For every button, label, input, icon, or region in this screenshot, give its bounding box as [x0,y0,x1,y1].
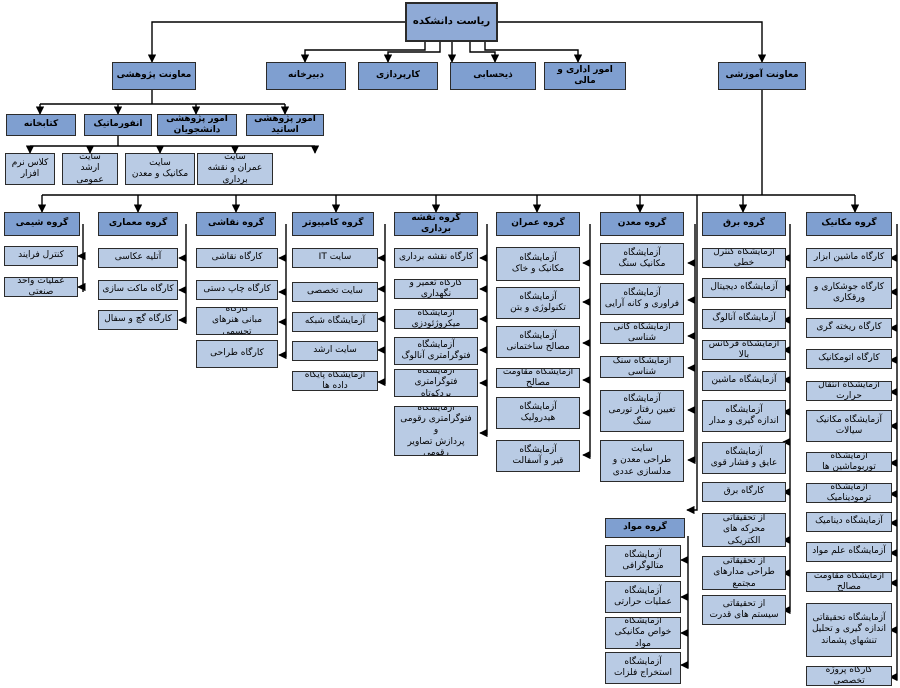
electrical-item: آزمایشگاه آنالوگ [702,309,786,329]
civil-item: آزمایشگاه مقاومت مصالح [496,368,580,388]
grad-site: سایت ارشد عمومی [62,153,118,185]
education-vp: معاونت آموزشی [718,62,806,90]
computer-item: سایت ارشد [292,341,378,361]
mechanical-item: آزمایشگاه انتقال حرارت [806,381,892,401]
staffing: کارپردازی [358,62,438,90]
computer-item: آزمایشگاه شبکه [292,312,378,332]
mining-item: آزمایشگاه تعیین رفتار تورمی سنگ [600,390,684,432]
electrical-item: آزمایشگاه کنترل خطی [702,248,786,268]
group-painting: گروه نقاشی [196,212,276,236]
mining-item: سایت طراحی معدن و مدلسازی عددی [600,440,684,482]
group-architecture: گروه معماری [98,212,178,236]
mining-item: آزمایشگاه سنگ شناسی [600,356,684,378]
painting-item: کارگاه طراحی [196,340,278,368]
surveying-item: کارگاه تعمیر و نگهداری [394,279,478,299]
admin-finance: امور اداری و مالی [544,62,626,90]
group-electrical: گروه برق [702,212,786,236]
electrical-item: از تحقیقاتی طراحی مدارهای مجتمع [702,556,786,590]
surveying-item: آزمایشگاه فتوگرامتری آنالوگ [394,337,478,365]
electrical-item: آزمایشگاه ماشین [702,371,786,391]
civil-survey-site: سایت عمران و نقشه برداری [197,153,273,185]
mechanical-item: کارگاه جوشکاری و ورقکاری [806,277,892,309]
electrical-item: آزمایشگاه عایق و فشار قوی [702,442,786,474]
surveying-item: آزمایشگاه فتوگرامتری رقومی و پردازش تصاو… [394,406,478,456]
electrical-item: آزمایشگاه دیجیتال [702,278,786,298]
group-chemistry: گروه شیمی [4,212,80,236]
student-research: امور پژوهشی دانشجویان [157,114,237,136]
civil-item: آزمایشگاه مکانیک و خاک [496,247,580,281]
architecture-item: کارگاه گچ و سفال [98,310,178,330]
mechanical-item: آزمایشگاه تحقیقاتی اندازه گیری و تحلیل ت… [806,603,892,657]
electrical-item: آزمایشگاه فرکانس بالا [702,340,786,360]
chemistry-item: عملیات واحد صنعتی [4,277,78,297]
materials-item: آزمایشگاه خواص مکانیکی مواد [605,617,681,649]
painting-item: کارگاه نقاشی [196,248,278,268]
surveying-item: آزمایشگاه فتوگرامتری بردکوتاه [394,369,478,397]
group-mining: گروه معدن [600,212,684,236]
surveying-item: کارگاه نقشه برداری [394,248,478,268]
electrical-item: از تحقیقاتی محرکه های الکتریکی [702,513,786,547]
research-vp: معاونت پژوهشی [112,62,196,90]
civil-item: آزمایشگاه تکنولوژی و بتن [496,287,580,319]
accounting: ذیحسابی [450,62,536,90]
surveying-item: آزمایشگاه میکروژئودزی [394,309,478,329]
painting-item: کارگاه مبانی هنرهای تجسمی [196,307,278,335]
group-materials: گروه مواد [605,518,685,538]
group-mechanical: گروه مکانیک [806,212,892,236]
mechanical-item: آزمایشگاه توربوماشین ها [806,452,892,472]
computer-item: سایت IT [292,248,378,268]
electrical-item: کارگاه برق [702,482,786,502]
faculty-research: امور پژوهشی اساتید [246,114,324,136]
software-class: کلاس نرم افزار [5,153,55,185]
group-civil: گروه عمران [496,212,580,236]
electrical-item: آزمایشگاه اندازه گیری و مدار [702,400,786,432]
mechanical-item: آزمایشگاه مکانیک سیالات [806,410,892,442]
mechanical-item: کارگاه ماشین ابزار [806,248,892,268]
group-computer: گروه کامپیوتر [292,212,374,236]
informatics: انفورماتیک [84,114,152,136]
mechanical-item: آزمایشگاه مقاومت مصالح [806,572,892,592]
mining-item: آزمایشگاه مکانیک سنگ [600,243,684,275]
mechanical-item: کارگاه ریخته گری [806,318,892,338]
secretariat: دبیرخانه [266,62,346,90]
civil-item: آزمایشگاه قیر و آسفالت [496,440,580,472]
architecture-item: کارگاه ماکت سازی [98,280,178,300]
civil-item: آزمایشگاه مصالح ساختمانی [496,326,580,358]
mechanical-item: آزمایشگاه ترمودینامیک [806,483,892,503]
mechanical-item: کارگاه اتومکانیک [806,349,892,369]
architecture-item: آتلیه عکاسی [98,248,178,268]
group-surveying: گروه نقشه برداری [394,212,478,236]
mechanical-item: آزمایشگاه دینامیک [806,512,892,532]
root-presidency: ریاست دانشکده [405,2,498,42]
computer-item: سایت تخصصی [292,282,378,302]
computer-item: آزمایشگاه پایگاه داده ها [292,371,378,391]
chemistry-item: کنترل فرایند [4,246,78,266]
mechanical-item: کارگاه پروژه تخصصی [806,666,892,686]
library: کتابخانه [6,114,76,136]
civil-item: آزمایشگاه هیدرولیک [496,397,580,429]
materials-item: آزمایشگاه متالوگرافی [605,545,681,577]
mining-item: آزمایشگاه فراوری و کانه آرایی [600,283,684,315]
materials-item: آزمایشگاه عملیات حرارتی [605,581,681,613]
electrical-item: از تحقیقاتی سیستم های قدرت [702,595,786,625]
mechanical-item: آزمایشگاه علم مواد [806,542,892,562]
painting-item: کارگاه چاپ دستی [196,280,278,300]
materials-item: آزمایشگاه استخراج فلزات [605,652,681,684]
mech-mining-site: سایت مکانیک و معدن [125,153,195,185]
mining-item: آزمایشگاه کانی شناسی [600,322,684,344]
